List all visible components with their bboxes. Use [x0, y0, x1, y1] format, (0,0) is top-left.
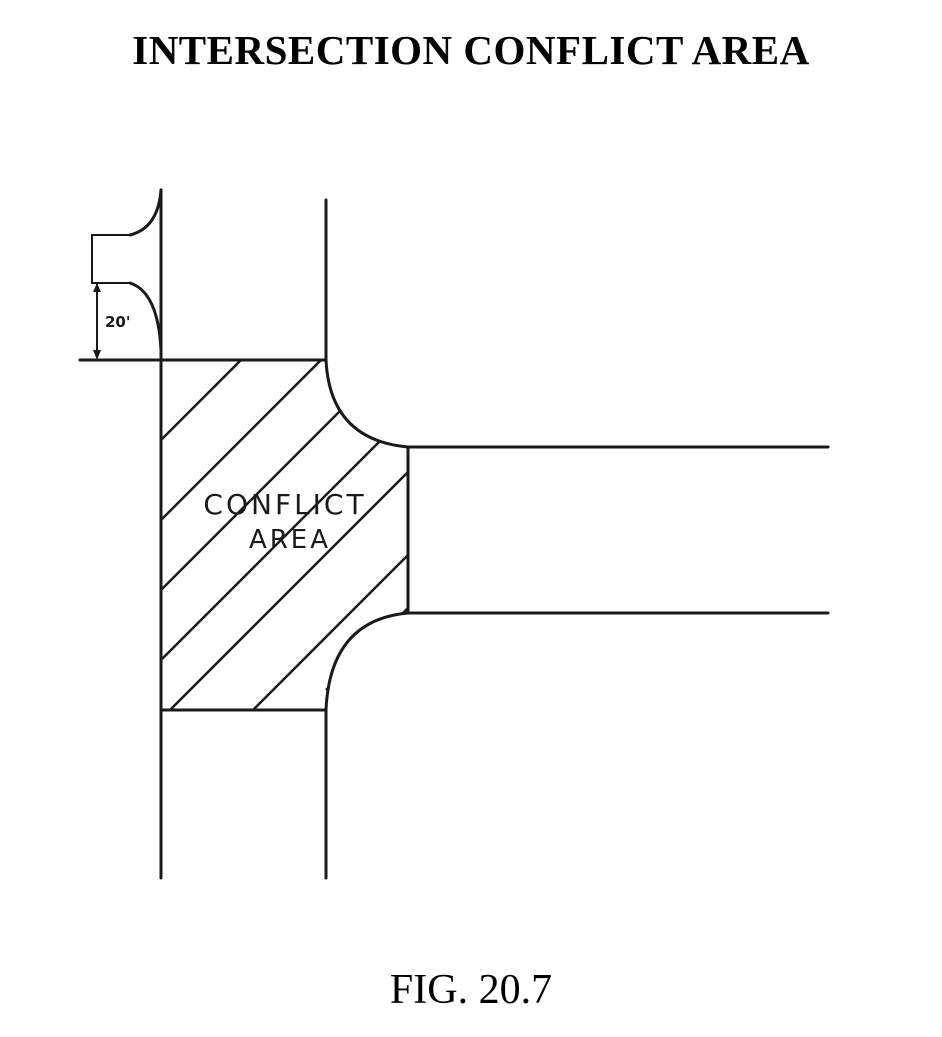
figure-caption: FIG. 20.7 — [389, 967, 553, 1013]
left-curb-return-upper — [128, 188, 163, 237]
page-title: INTERSECTION CONFLICT AREA — [132, 27, 810, 73]
left-curb-return-lower — [128, 281, 163, 352]
dimension-arrow-down-icon — [93, 350, 101, 360]
conflict-area-hatching — [161, 360, 408, 710]
conflict-area-label-line2: AREA — [249, 525, 331, 555]
curb-return-lower — [324, 611, 410, 712]
dimension-label: 20' — [105, 313, 130, 331]
curb-return-upper — [324, 358, 410, 449]
dimension-arrow-up-icon — [93, 283, 101, 292]
conflict-area-label-line1: CONFLICT — [203, 488, 366, 521]
